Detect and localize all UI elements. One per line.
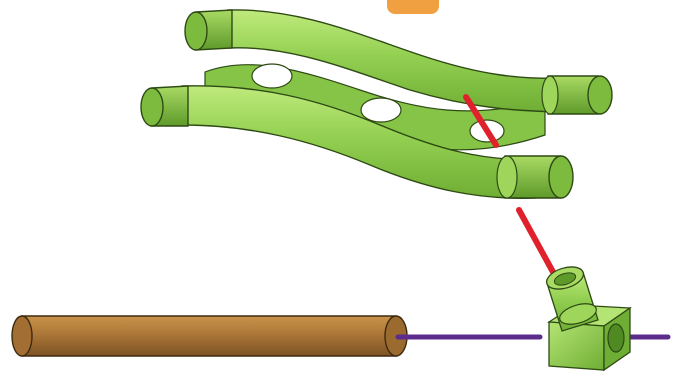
upper-tube-left-end bbox=[185, 12, 207, 50]
angled-rod-connector bbox=[544, 263, 630, 370]
rod-body bbox=[22, 316, 396, 356]
curved-double-tube-connector bbox=[141, 10, 612, 198]
rod-left-end bbox=[12, 316, 32, 356]
wooden-rod bbox=[12, 316, 407, 356]
lower-tube-left-end bbox=[141, 88, 163, 126]
lower-tube-right-collar bbox=[497, 156, 517, 198]
web-hole-2 bbox=[361, 98, 401, 122]
web-hole-1 bbox=[252, 64, 292, 88]
step-badge bbox=[387, 0, 439, 14]
red-line-bottom bbox=[519, 210, 553, 272]
lower-tube-right-end bbox=[549, 156, 573, 198]
connector-block-front bbox=[549, 322, 604, 370]
upper-tube-right-end bbox=[588, 76, 612, 114]
upper-tube-right-collar bbox=[542, 76, 558, 114]
connector-side-socket bbox=[608, 324, 624, 352]
